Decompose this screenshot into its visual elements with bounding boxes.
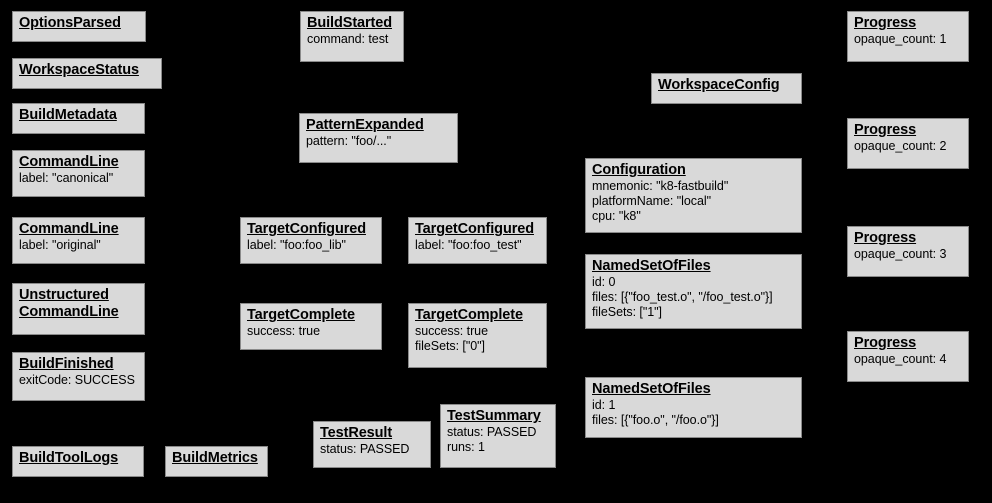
node-title: BuildStarted	[307, 15, 393, 31]
node-title: BuildMetrics	[172, 450, 258, 466]
node-title: TargetConfigured	[247, 221, 366, 237]
node-title: OptionsParsed	[19, 15, 121, 31]
node-fields: opaque_count: 2	[854, 139, 947, 153]
node-fields: id: 1 files: [{"foo.o", "/foo.o"}]	[592, 398, 719, 427]
node-title: TargetComplete	[247, 307, 355, 323]
node-title: BuildMetadata	[19, 107, 117, 123]
node-fields: mnemonic: "k8-fastbuild" platformName: "…	[592, 179, 729, 223]
node-title: TargetComplete	[415, 307, 523, 323]
node-workspace-status[interactable]: WorkspaceStatus	[12, 58, 162, 89]
node-title: PatternExpanded	[306, 117, 424, 133]
node-fields: success: true fileSets: ["0"]	[415, 324, 488, 353]
node-fields: status: PASSED	[320, 442, 410, 456]
node-title: TargetConfigured	[415, 221, 534, 237]
node-fields: id: 0 files: [{"foo_test.o", "/foo_test.…	[592, 275, 773, 319]
node-build-tool-logs[interactable]: BuildToolLogs	[12, 446, 144, 477]
node-fields: opaque_count: 1	[854, 32, 947, 46]
node-fields: label: "foo:foo_lib"	[247, 238, 346, 252]
node-title: WorkspaceConfig	[658, 77, 780, 93]
node-title: Progress	[854, 15, 917, 31]
node-title: Progress	[854, 335, 917, 351]
node-fields: opaque_count: 3	[854, 247, 947, 261]
node-fields: exitCode: SUCCESS	[19, 373, 135, 387]
node-title: Configuration	[592, 162, 686, 178]
node-options-parsed[interactable]: OptionsParsed	[12, 11, 146, 42]
node-fields: pattern: "foo/..."	[306, 134, 392, 148]
node-fields: status: PASSED runs: 1	[447, 425, 537, 454]
node-title: Unstructured CommandLine	[19, 287, 119, 320]
node-fields: command: test	[307, 32, 389, 46]
node-title: CommandLine	[19, 154, 119, 170]
node-title: TestSummary	[447, 408, 541, 424]
node-fields: success: true	[247, 324, 320, 338]
node-fields: label: "foo:foo_test"	[415, 238, 522, 252]
node-title: Progress	[854, 122, 917, 138]
node-fields: label: "original"	[19, 238, 101, 252]
node-title: Progress	[854, 230, 917, 246]
node-workspace-config[interactable]: WorkspaceConfig	[651, 73, 802, 104]
node-title: BuildToolLogs	[19, 450, 119, 466]
node-fields: label: "canonical"	[19, 171, 114, 185]
node-title: NamedSetOfFiles	[592, 381, 711, 397]
node-fields: opaque_count: 4	[854, 352, 947, 366]
node-title: NamedSetOfFiles	[592, 258, 711, 274]
node-title: TestResult	[320, 425, 393, 441]
node-title: CommandLine	[19, 221, 119, 237]
node-title: WorkspaceStatus	[19, 62, 139, 78]
node-title: BuildFinished	[19, 356, 114, 372]
node-build-metadata[interactable]: BuildMetadata	[12, 103, 145, 134]
node-build-metrics[interactable]: BuildMetrics	[165, 446, 268, 477]
node-unstructured-command-line[interactable]: Unstructured CommandLine	[12, 283, 145, 335]
